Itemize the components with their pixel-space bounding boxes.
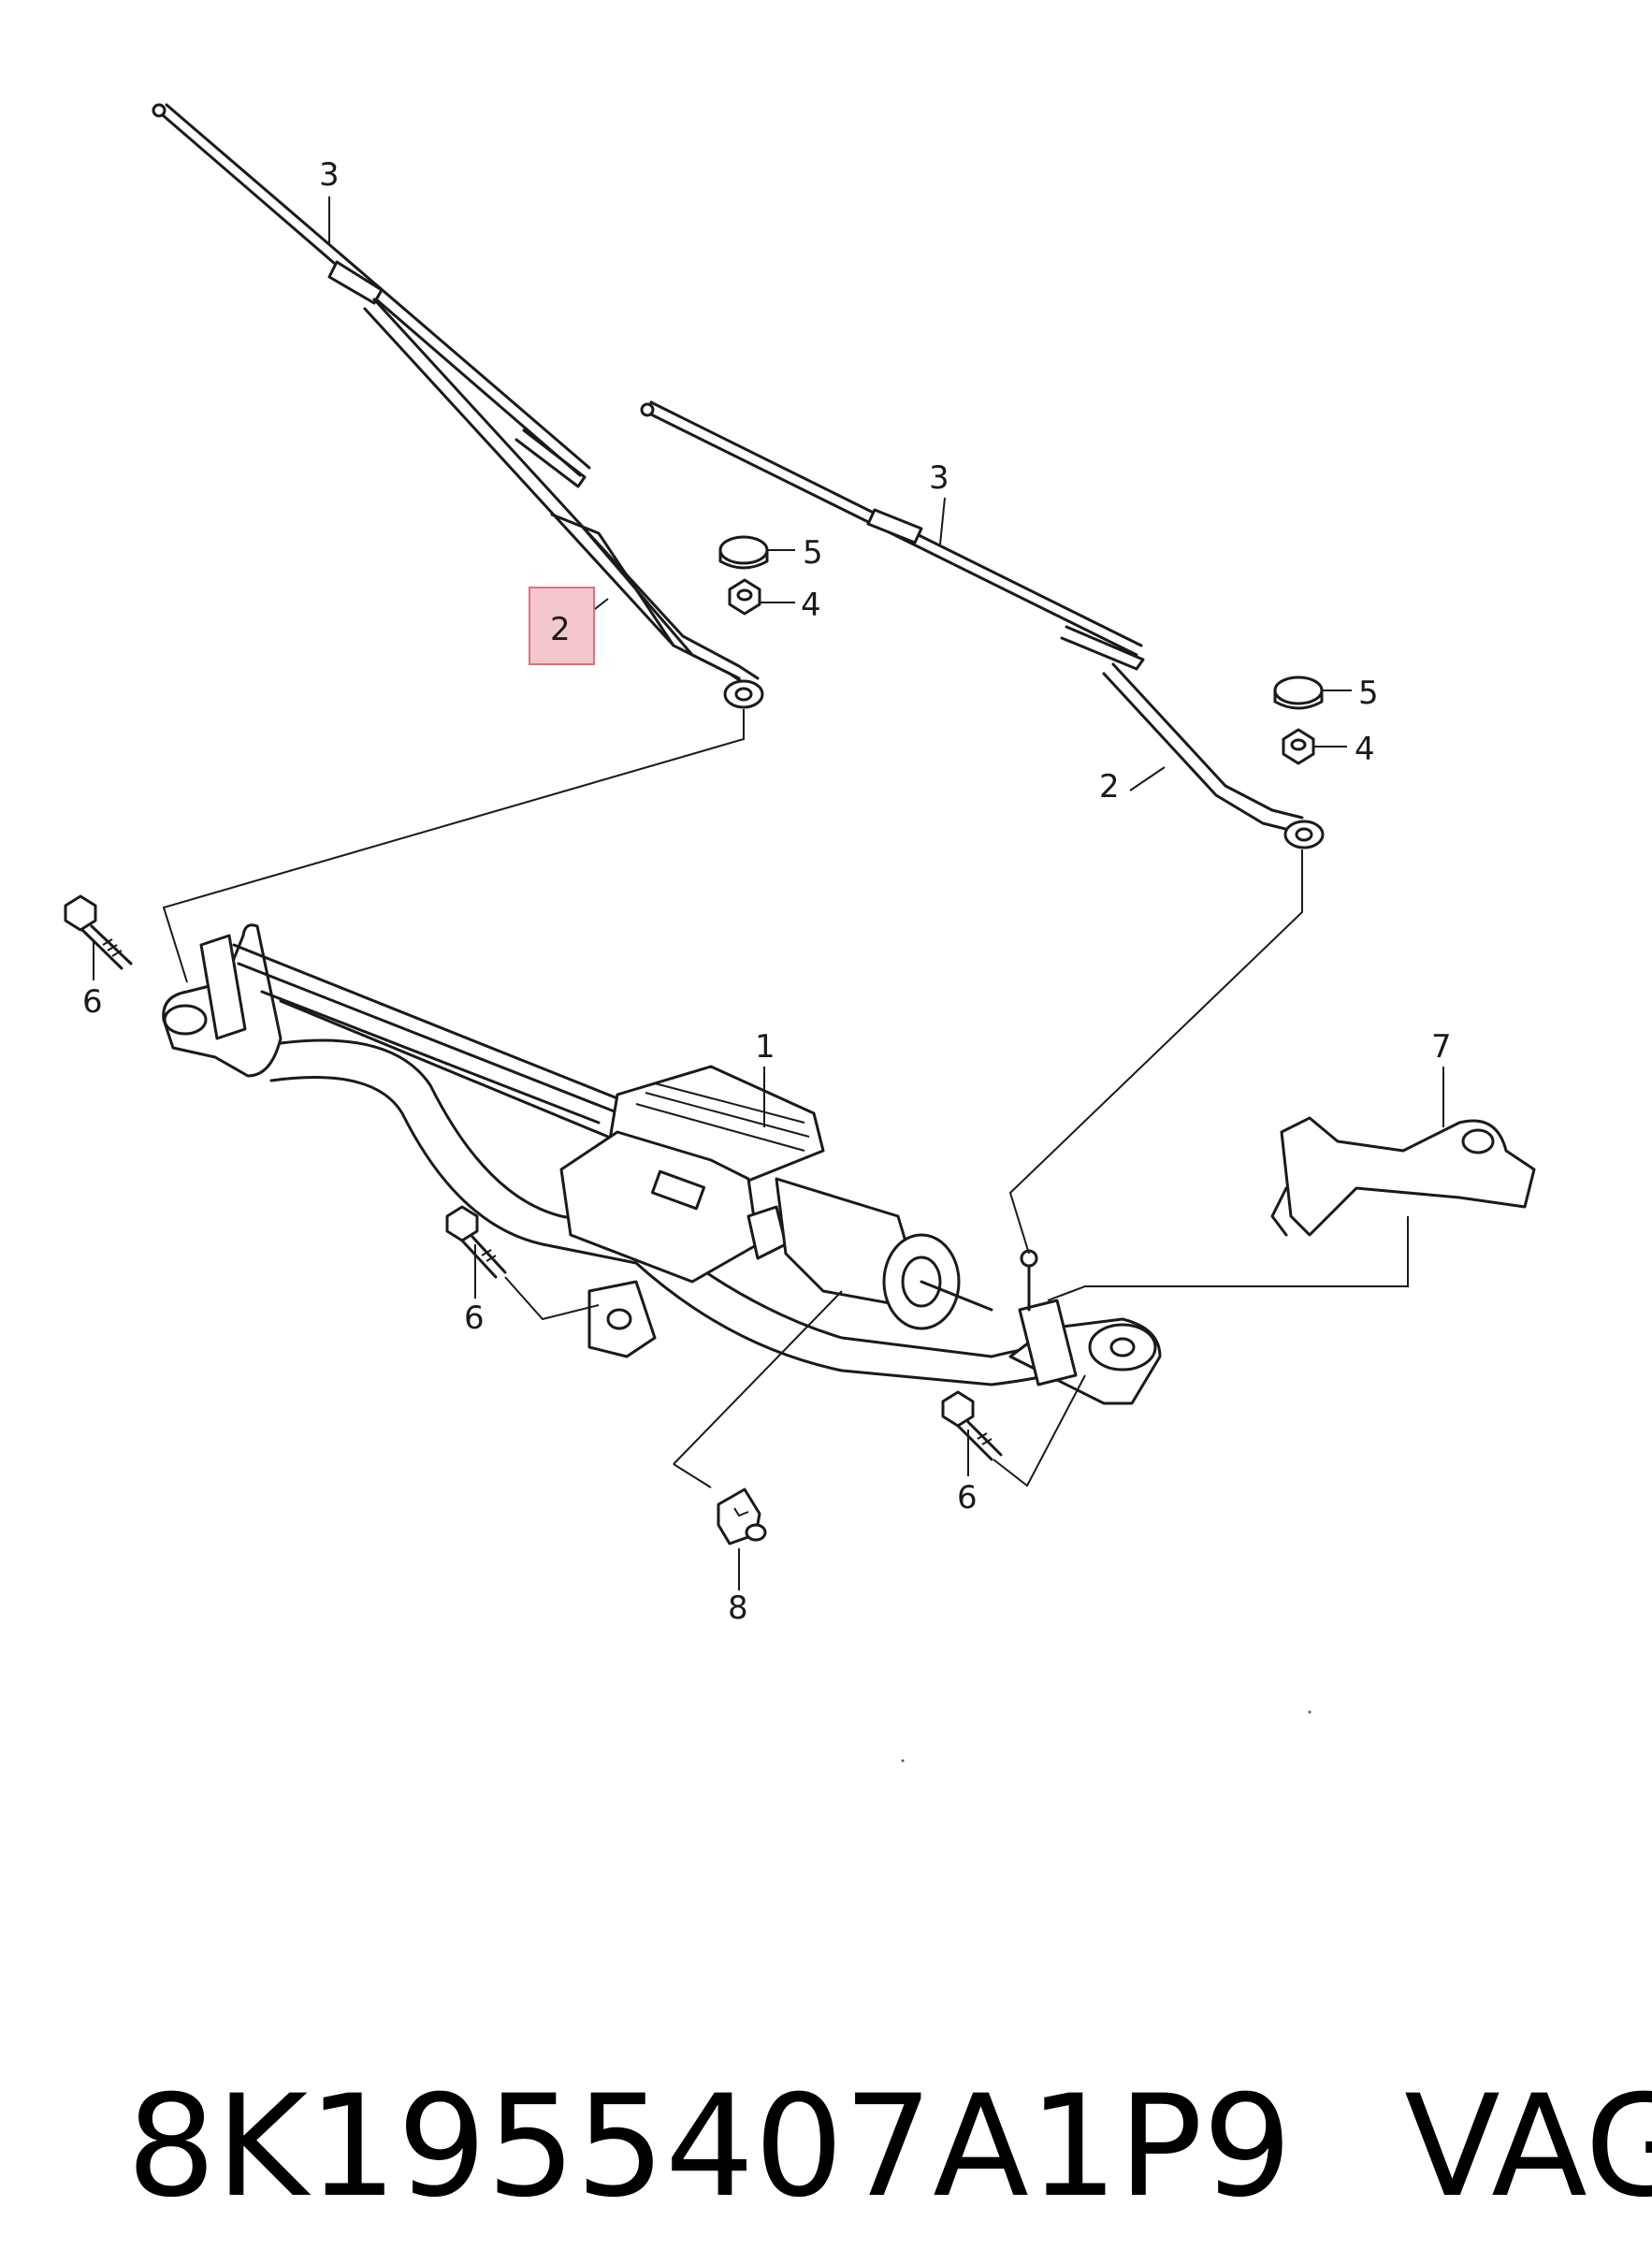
callout-4-right: 4 (1355, 731, 1375, 768)
callout-6-right: 6 (957, 1479, 978, 1517)
left-wiper-blade (152, 103, 591, 488)
callout-2-right: 2 (1099, 768, 1120, 806)
callout-2-left: 2 (550, 611, 571, 648)
bracket (1270, 1116, 1536, 1237)
part-number: 8K1955407A1P9 (126, 2066, 1293, 2228)
clip (717, 1488, 767, 1546)
wiper-linkage-exploded-diagram: 1 2 2 3 3 4 4 5 5 6 6 6 7 8 (64, 103, 1536, 1763)
right-cap (1273, 675, 1324, 710)
left-nut (728, 578, 761, 616)
bolt-left (64, 894, 133, 970)
left-wiper-arm (363, 298, 764, 709)
callout-5-left: 5 (803, 534, 823, 572)
right-nut (1282, 728, 1315, 765)
callout-3-right: 3 (929, 459, 949, 497)
brand-name: VAG (1404, 2066, 1652, 2228)
left-cap (718, 535, 769, 570)
callout-6-middle: 6 (464, 1299, 485, 1337)
callout-8: 8 (728, 1590, 748, 1627)
leader-lines (93, 196, 1444, 1590)
callout-1: 1 (755, 1028, 775, 1066)
callout-6-left: 6 (82, 983, 103, 1021)
bolt-right (941, 1390, 1003, 1461)
part-caption: 8K1955407A1P9 VAG (37, 1838, 1652, 2228)
callout-3-left: 3 (319, 156, 340, 194)
callout-2-highlight (529, 587, 595, 665)
wiper-frame (162, 923, 1162, 1405)
callout-4-left: 4 (801, 587, 821, 624)
callout-7: 7 (1431, 1028, 1452, 1066)
right-wiper-blade (640, 400, 1145, 671)
right-wiper-arm (1102, 662, 1325, 849)
wiper-motor (559, 1065, 993, 1358)
callout-5-right: 5 (1358, 675, 1379, 712)
bolt-middle (445, 1205, 507, 1279)
